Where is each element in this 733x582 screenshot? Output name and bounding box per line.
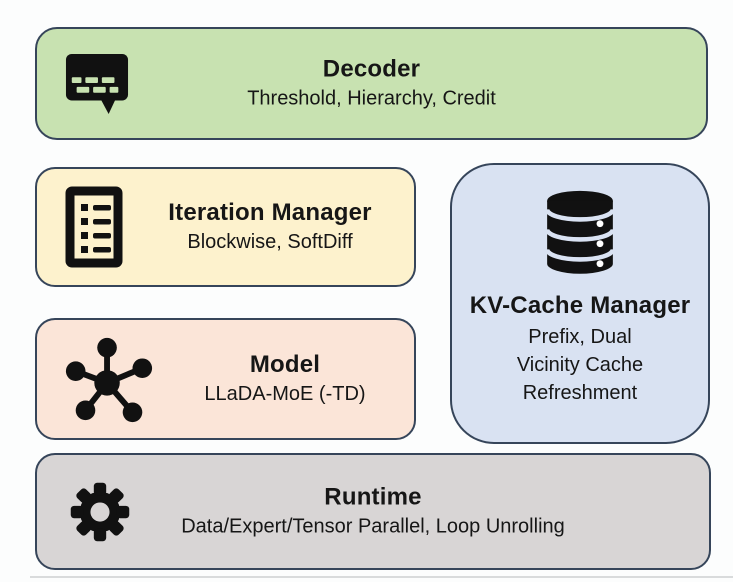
decoder-subtitle: Threshold, Hierarchy, Credit xyxy=(247,87,496,110)
runtime-text: Runtime Data/Expert/Tensor Parallel, Loo… xyxy=(37,483,709,540)
runtime-subtitle: Data/Expert/Tensor Parallel, Loop Unroll… xyxy=(181,515,565,538)
decoder-block: Decoder Threshold, Hierarchy, Credit xyxy=(35,27,708,140)
chat-bubble-icon xyxy=(64,52,130,116)
kv-cache-manager-block: KV-Cache Manager Prefix, Dual Vicinity C… xyxy=(450,163,710,444)
runtime-block: Runtime Data/Expert/Tensor Parallel, Loo… xyxy=(35,453,711,570)
model-subtitle: LLaDA-MoE (-TD) xyxy=(204,383,366,406)
model-block: Model LLaDA-MoE (-TD) xyxy=(35,318,416,440)
network-graph-icon xyxy=(62,332,156,426)
kv-cache-subtitle-line: Vicinity Cache xyxy=(516,354,644,377)
iteration-manager-block: Iteration Manager Blockwise, SoftDiff xyxy=(35,167,416,287)
runtime-title: Runtime xyxy=(324,483,422,511)
list-document-icon xyxy=(62,186,126,268)
iteration-manager-text: Iteration Manager Blockwise, SoftDiff xyxy=(126,199,414,256)
database-icon xyxy=(534,188,626,278)
gear-icon xyxy=(64,474,136,550)
model-title: Model xyxy=(249,350,321,378)
decoder-text: Decoder Threshold, Hierarchy, Credit xyxy=(37,55,706,112)
kv-cache-subtitle-line: Refreshment xyxy=(522,382,638,405)
kv-cache-subtitle-line: Prefix, Dual xyxy=(528,326,632,349)
kv-cache-manager-title: KV-Cache Manager xyxy=(469,291,691,319)
iteration-manager-subtitle: Blockwise, SoftDiff xyxy=(187,231,353,254)
model-text: Model LLaDA-MoE (-TD) xyxy=(156,351,414,408)
kv-cache-manager-subtitle: Prefix, Dual Vicinity Cache Refreshment xyxy=(517,323,643,407)
decoder-title: Decoder xyxy=(322,55,421,83)
bottom-edge-line xyxy=(30,576,733,578)
iteration-manager-title: Iteration Manager xyxy=(168,198,372,226)
